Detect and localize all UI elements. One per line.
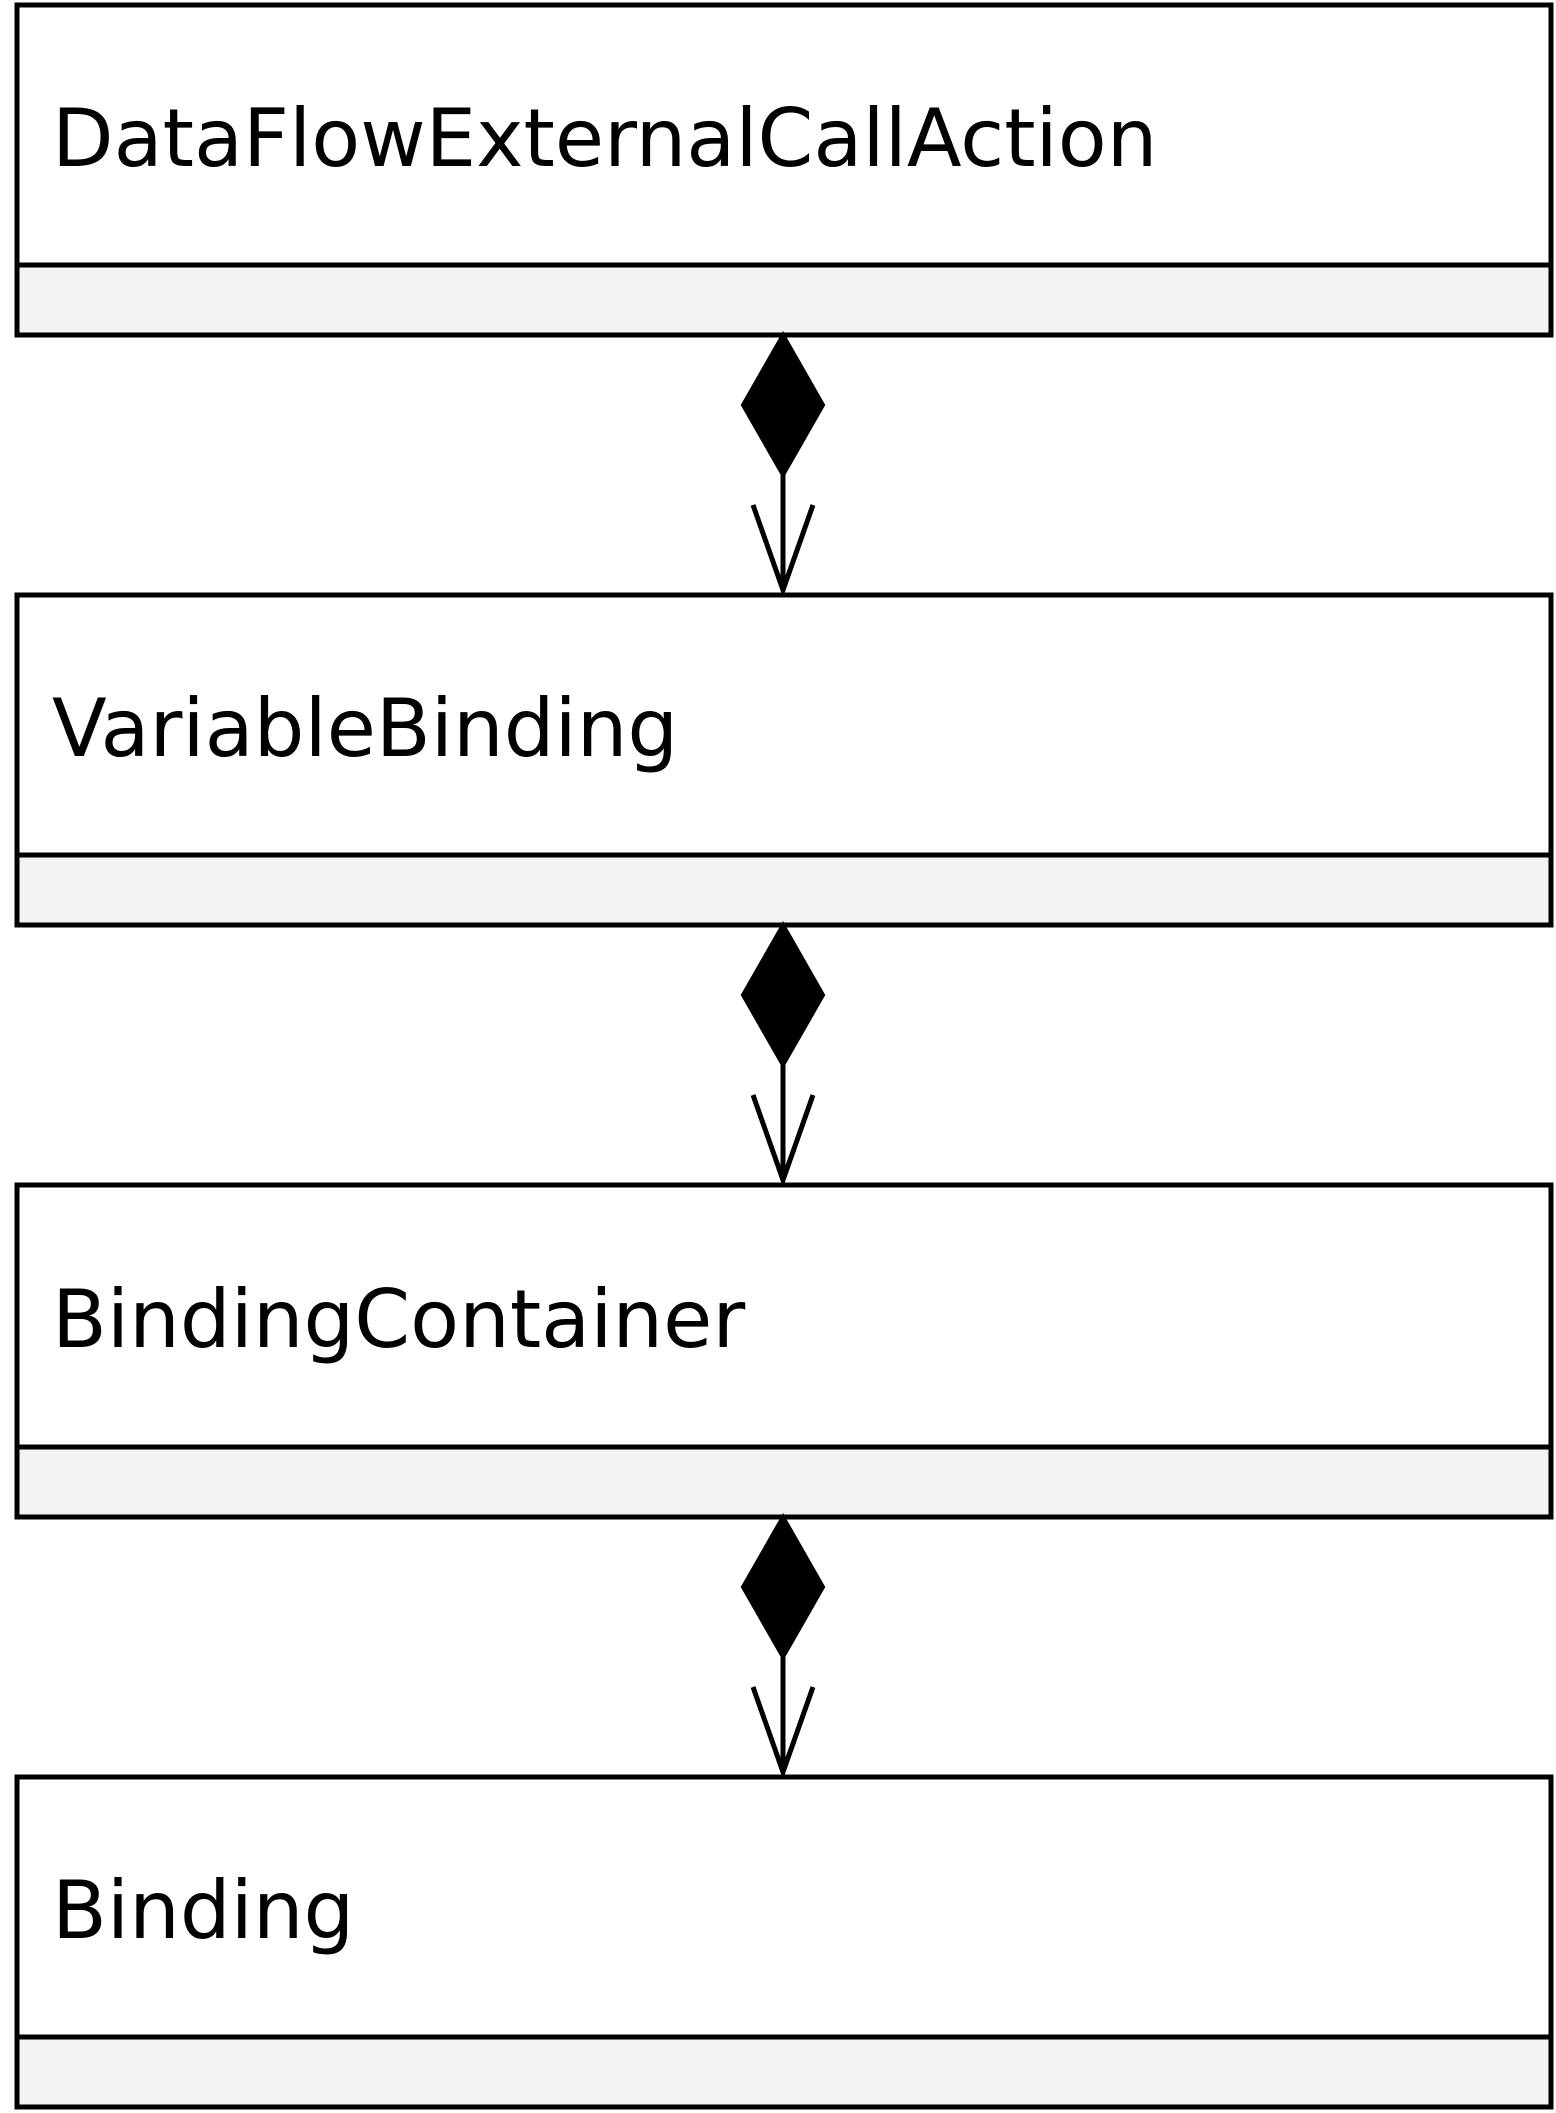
class-name-compartment [14,1774,1554,2040]
class-box-binding[interactable]: Binding [14,1774,1554,2110]
class-name-compartment [14,592,1554,858]
class-name-variable-binding: VariableBinding [52,682,678,775]
class-box-variable-binding[interactable]: VariableBinding [14,592,1554,928]
navigability-arrowhead-icon [750,504,816,598]
class-box-dataflow-external-call-action[interactable]: DataFlowExternalCallAction [14,2,1554,338]
composition-diamond-icon [740,330,826,480]
attributes-compartment [14,1444,1554,1520]
composition-connector-2 [740,920,826,1188]
attributes-compartment [14,262,1554,338]
composition-connector-1 [740,330,826,598]
class-name-dataflow-external-call-action: DataFlowExternalCallAction [52,92,1157,185]
attributes-compartment [14,2034,1554,2110]
navigability-arrowhead-icon [750,1686,816,1780]
class-name-compartment [14,1182,1554,1450]
composition-diamond-icon [740,1512,826,1662]
class-name-compartment [14,2,1554,268]
attributes-compartment [14,852,1554,928]
class-name-binding-container: BindingContainer [52,1273,745,1366]
class-box-binding-container[interactable]: BindingContainer [14,1182,1554,1520]
class-name-binding: Binding [52,1864,354,1957]
composition-diamond-icon [740,920,826,1070]
composition-connector-3 [740,1512,826,1780]
navigability-arrowhead-icon [750,1094,816,1188]
